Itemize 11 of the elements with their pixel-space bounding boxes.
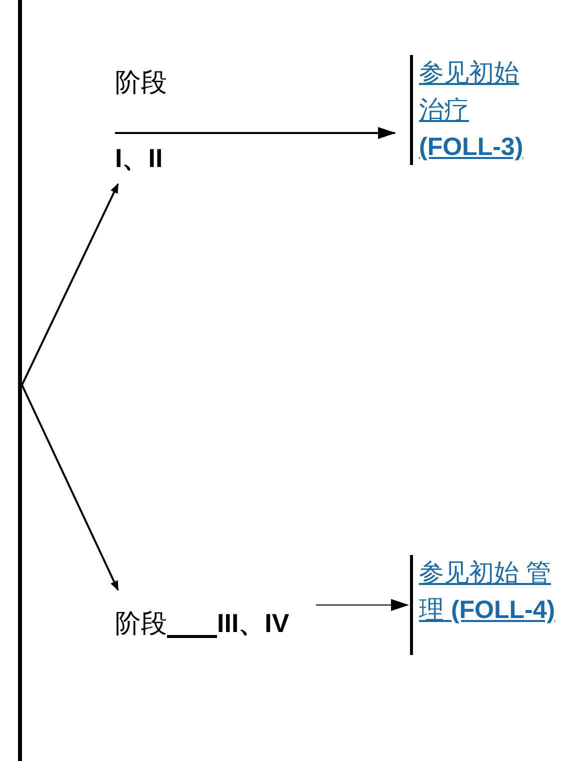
stage-number: III、IV: [217, 608, 290, 638]
arrow: [21, 183, 119, 386]
stage-label: 阶段: [115, 67, 167, 97]
reference-link: 参见初始 管理 (FOLL-4): [410, 555, 571, 655]
stage-label: 阶段: [115, 608, 167, 638]
arrow: [115, 127, 396, 139]
vertical-bar: [18, 0, 22, 761]
arrow: [316, 599, 409, 611]
arrow: [21, 384, 119, 591]
reference-link: 参见初始治疗 (FOLL-3): [410, 55, 531, 165]
stage-number: I、II: [115, 143, 163, 173]
